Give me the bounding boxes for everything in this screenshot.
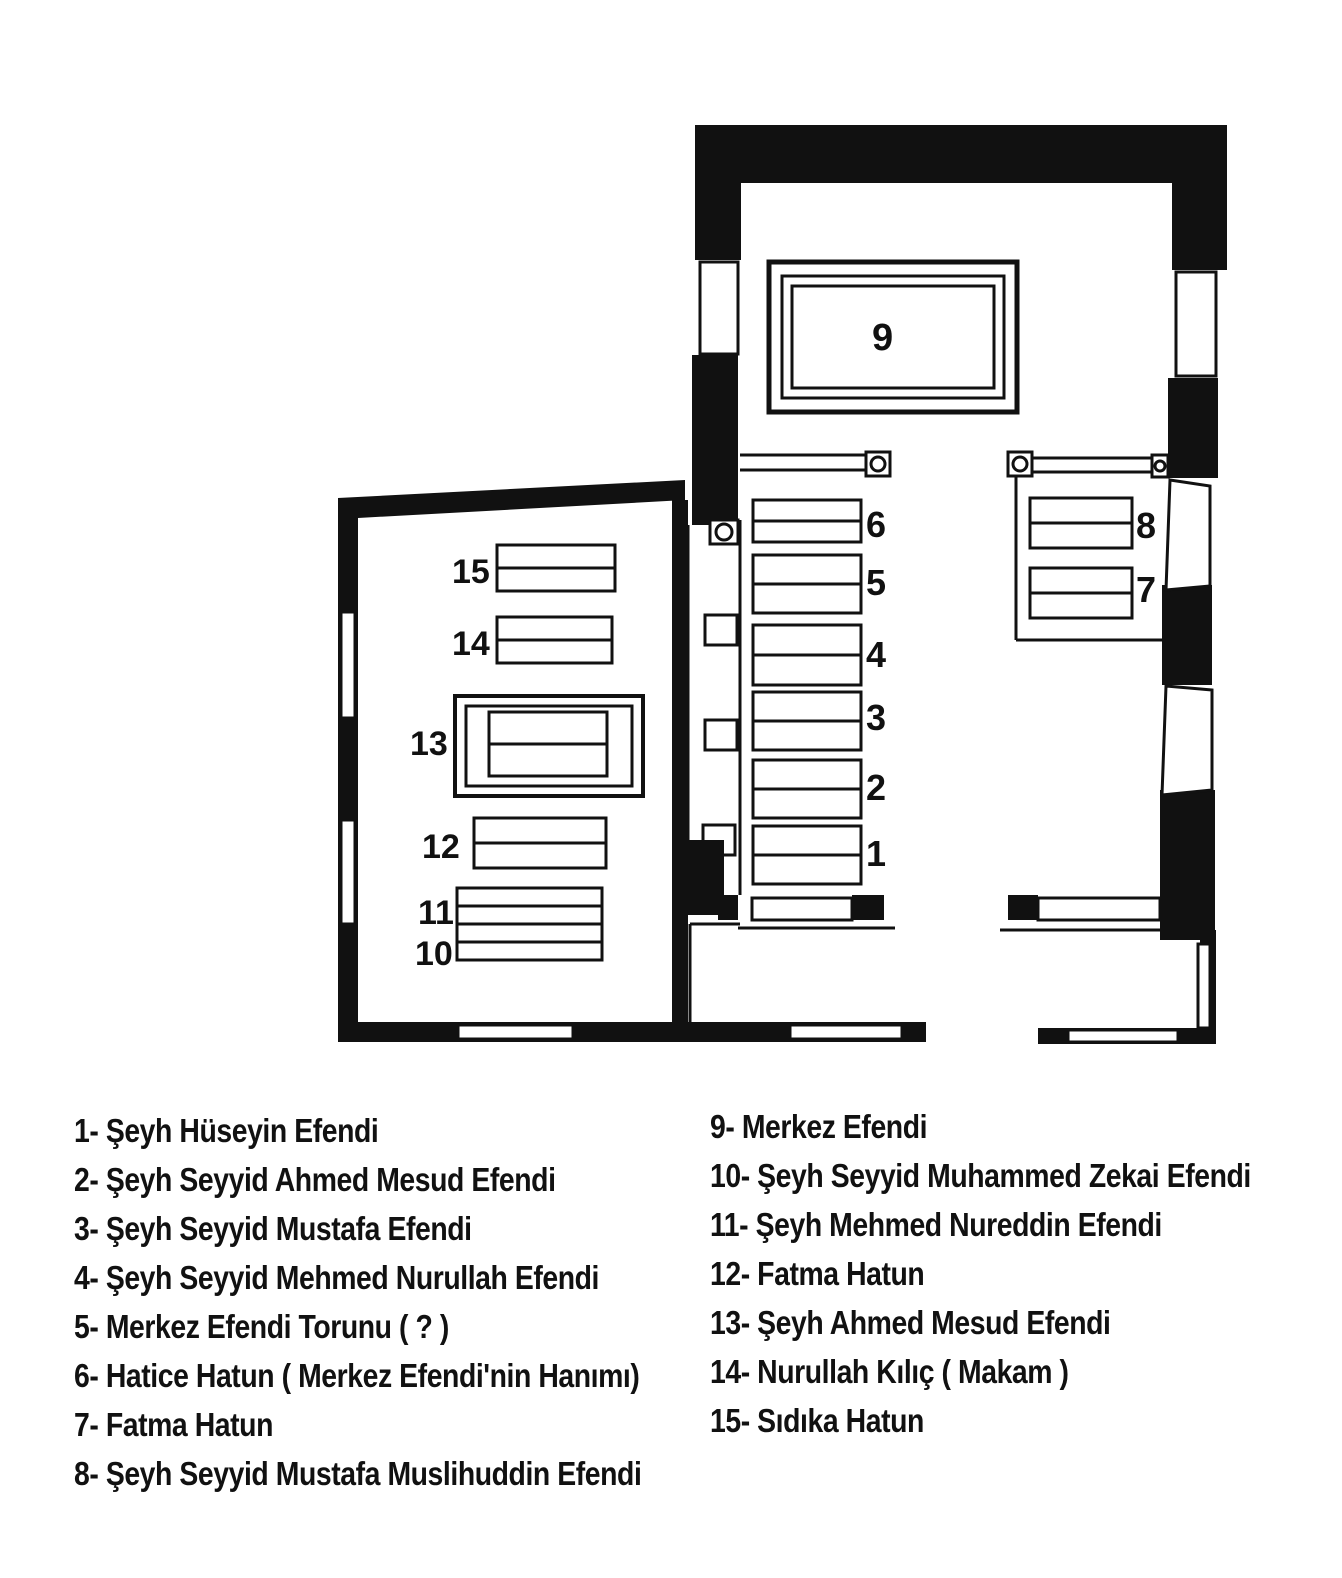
legend-item-7: 7- Fatma Hatun bbox=[74, 1406, 273, 1443]
legend-item-1: 1- Şeyh Hüseyin Efendi bbox=[74, 1112, 379, 1149]
legend-item-2: 2- Şeyh Seyyid Ahmed Mesud Efendi bbox=[74, 1161, 556, 1198]
legend-item-10: 10- Şeyh Seyyid Muhammed Zekai Efendi bbox=[710, 1157, 1251, 1194]
interior-lines bbox=[686, 453, 1165, 1024]
label-2: 2 bbox=[866, 767, 886, 808]
label-11: 11 bbox=[418, 894, 454, 932]
legend-item-13: 13- Şeyh Ahmed Mesud Efendi bbox=[710, 1304, 1111, 1341]
label-3: 3 bbox=[866, 697, 886, 738]
label-13: 13 bbox=[410, 725, 448, 763]
label-10: 10 bbox=[415, 935, 453, 973]
legend-item-8: 8- Şeyh Seyyid Mustafa Muslihuddin Efend… bbox=[74, 1455, 642, 1492]
graves-annex bbox=[453, 543, 645, 962]
label-1: 1 bbox=[866, 833, 886, 874]
legend-item-12: 12- Fatma Hatun bbox=[710, 1255, 925, 1292]
label-14: 14 bbox=[452, 625, 490, 663]
label-15: 15 bbox=[452, 553, 490, 591]
label-4: 4 bbox=[866, 634, 886, 675]
label-8: 8 bbox=[1136, 505, 1156, 546]
window-openings bbox=[339, 260, 1218, 1044]
legend-item-6: 6- Hatice Hatun ( Merkez Efendi'nin Hanı… bbox=[74, 1357, 640, 1394]
label-6: 6 bbox=[866, 504, 886, 545]
graves-main-row bbox=[751, 498, 863, 886]
legend-item-15: 15- Sıdıka Hatun bbox=[710, 1402, 924, 1439]
legend-item-4: 4- Şeyh Seyyid Mehmed Nurullah Efendi bbox=[74, 1259, 600, 1296]
label-12: 12 bbox=[422, 828, 460, 866]
grave-number-labels: 9 6 5 4 3 2 1 8 7 15 14 13 12 11 10 bbox=[410, 317, 1156, 973]
legend-right-column: 9- Merkez Efendi 10- Şeyh Seyyid Muhamme… bbox=[710, 1102, 1251, 1445]
legend-left-column: 1- Şeyh Hüseyin Efendi 2- Şeyh Seyyid Ah… bbox=[74, 1106, 642, 1498]
legend-item-11: 11- Şeyh Mehmed Nureddin Efendi bbox=[710, 1206, 1162, 1243]
legend-item-3: 3- Şeyh Seyyid Mustafa Efendi bbox=[74, 1210, 472, 1247]
label-7: 7 bbox=[1136, 569, 1156, 610]
label-5: 5 bbox=[866, 562, 886, 603]
column-bases bbox=[708, 450, 1170, 546]
label-9: 9 bbox=[872, 317, 893, 359]
legend-item-5: 5- Merkez Efendi Torunu ( ? ) bbox=[74, 1308, 449, 1345]
legend-item-9: 9- Merkez Efendi bbox=[710, 1108, 928, 1145]
legend-item-14: 14- Nurullah Kılıç ( Makam ) bbox=[710, 1353, 1069, 1390]
sarcophagus-9 bbox=[766, 259, 1020, 415]
graves-7-8 bbox=[1028, 496, 1134, 620]
